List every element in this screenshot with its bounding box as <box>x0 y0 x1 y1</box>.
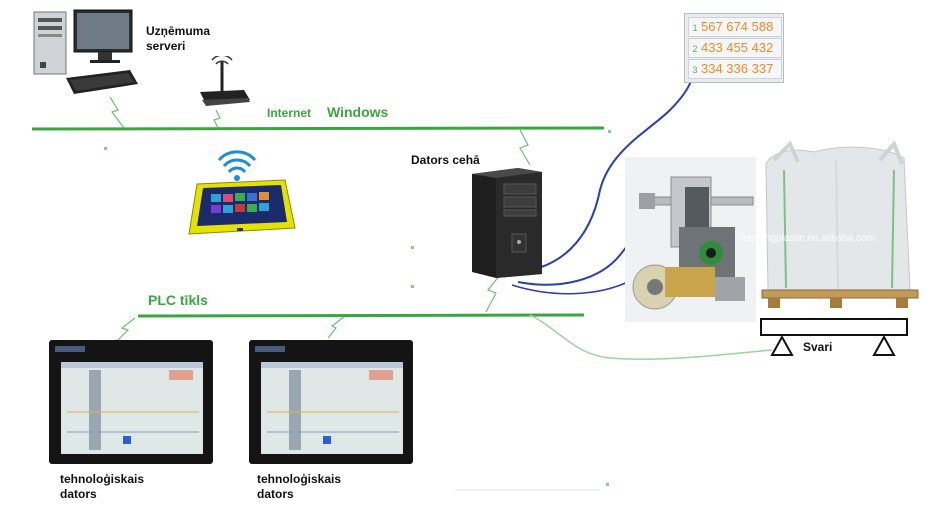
pc-plc-link <box>485 274 501 313</box>
server-workstation-icon <box>33 9 138 94</box>
number-value: 567 674 588 <box>701 19 774 34</box>
windows-label: Windows <box>327 104 389 120</box>
scales-label: Svari <box>803 340 833 354</box>
plc-scales-link <box>529 314 773 360</box>
big-bag-image <box>761 140 919 308</box>
dot-mark <box>411 285 414 288</box>
servers-label-line2: serveri <box>146 39 186 53</box>
server-link <box>109 96 125 129</box>
tech-pc-1-label: tehnoloģiskais dators <box>60 472 144 502</box>
hmi-panel-1-image <box>49 340 213 464</box>
windows-network-line <box>31 126 605 131</box>
hmi1-plc-link <box>117 317 136 341</box>
plc-network-line <box>137 313 585 318</box>
servers-label: Uzņēmuma serveri <box>146 24 210 54</box>
number-value: 334 336 337 <box>701 61 774 76</box>
hmi-panel-2-image <box>249 340 413 464</box>
number-index: 2 <box>692 44 698 54</box>
plc-network-label: PLC tīkls <box>148 292 208 308</box>
number-index: 1 <box>692 23 698 33</box>
hmi2-plc-link <box>327 316 345 339</box>
tech-pc-2-label-line1: tehnoloģiskais <box>257 472 342 486</box>
pc-windows-link <box>519 129 531 166</box>
dot-mark <box>606 483 609 486</box>
router-link <box>213 109 221 129</box>
number-index: 3 <box>692 65 698 75</box>
shop-pc-tower-icon <box>472 168 542 278</box>
tech-pc-1-label-line1: tehnoloģiskais <box>60 472 145 486</box>
tech-pc-1-label-line2: dators <box>60 487 97 501</box>
tech-pc-2-label-line2: dators <box>257 487 294 501</box>
number-value: 433 455 432 <box>701 40 774 55</box>
tablet-icon <box>188 150 296 235</box>
cable-to-numbers <box>513 77 693 273</box>
servers-label-line1: Uzņēmuma <box>146 24 211 38</box>
internet-label: Internet <box>267 106 312 120</box>
dot-mark <box>608 130 611 133</box>
tech-pc-2-label: tehnoloģiskais dators <box>257 472 341 502</box>
shop-pc-label: Dators cehā <box>411 153 480 167</box>
dot-mark <box>104 147 107 150</box>
watermark-text: luoyangplastic.en.alibaba.com <box>741 233 875 244</box>
labeling-machine-image <box>625 157 756 322</box>
router-icon <box>200 56 250 106</box>
scales-icon <box>760 318 908 356</box>
dot-mark <box>411 246 414 249</box>
